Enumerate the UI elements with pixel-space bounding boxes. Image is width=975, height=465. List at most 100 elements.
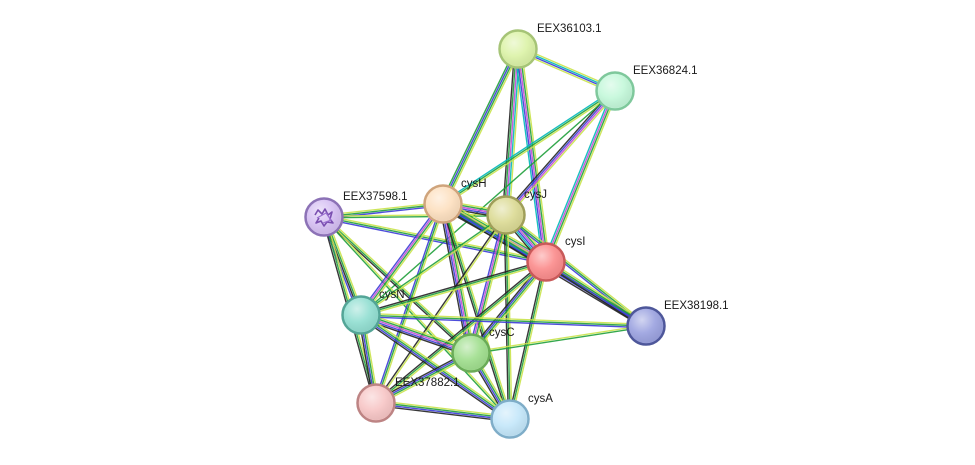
- edge-evidence-line: [362, 205, 446, 317]
- edge-evidence-line: [440, 204, 471, 354]
- edge-evidence-line: [501, 48, 516, 215]
- edge-evidence-line: [376, 399, 511, 418]
- edge-evidence-line: [510, 262, 549, 420]
- node-label-eex37882-1: EEX37882.1: [395, 377, 460, 389]
- edge-evidence-line: [513, 49, 544, 263]
- edge-evidence-line: [547, 91, 619, 264]
- edge-eex36103-1-cysh[interactable]: [440, 47, 521, 206]
- edge-evidence-line: [374, 260, 546, 403]
- edge-evidence-line: [360, 261, 547, 316]
- edge-cysj-cysn[interactable]: [360, 213, 507, 317]
- node-eex36103-1[interactable]: [498, 29, 538, 69]
- node-label-cysi: cysI: [565, 236, 585, 248]
- edge-evidence-line: [361, 313, 511, 419]
- edge-evidence-line: [362, 312, 512, 418]
- edge-cysi-cysn[interactable]: [360, 259, 547, 318]
- edge-cysi-eex38198-1[interactable]: [544, 259, 648, 329]
- edge-evidence-line: [376, 401, 511, 419]
- edge-evidence-line: [360, 90, 616, 316]
- edge-evidence-line: [376, 262, 548, 405]
- edge-evidence-line: [440, 47, 517, 204]
- node-gloss: [629, 309, 663, 343]
- edge-evidence-line: [507, 214, 513, 419]
- protein-structure-icon: [314, 208, 334, 227]
- edge-evidence-line: [360, 316, 646, 329]
- edge-evidence-line: [443, 49, 520, 205]
- edge-eex37882-1-cysa[interactable]: [375, 399, 511, 423]
- node-cysh[interactable]: [423, 184, 463, 224]
- node-cysn[interactable]: [341, 295, 381, 335]
- edge-evidence-line: [324, 215, 507, 219]
- edge-evidence-line: [442, 203, 511, 420]
- edge-evidence-line: [469, 214, 506, 353]
- edge-eex36824-1-cysi[interactable]: [542, 89, 619, 264]
- edge-evidence-line: [440, 204, 510, 420]
- edge-evidence-line: [375, 261, 547, 404]
- edge-cysj-cysc[interactable]: [467, 214, 510, 354]
- edge-evidence-line: [472, 263, 549, 356]
- node-gloss: [493, 402, 527, 436]
- edge-evidence-line: [360, 259, 546, 315]
- edge-evidence-line: [443, 203, 513, 419]
- edge-evidence-line: [470, 324, 646, 353]
- edge-eex36103-1-cysi[interactable]: [513, 48, 551, 263]
- edge-cysi-eex37882-1[interactable]: [374, 260, 548, 405]
- edge-eex36824-1-cysn[interactable]: [360, 90, 616, 316]
- nodes-layer: [304, 29, 666, 439]
- edge-cysi-cysa[interactable]: [507, 261, 549, 420]
- edge-evidence-line: [376, 215, 508, 404]
- node-gloss: [454, 336, 488, 370]
- edge-evidence-line: [507, 261, 546, 419]
- edge-evidence-line: [360, 314, 647, 327]
- edge-evidence-line: [505, 48, 519, 216]
- node-gloss: [529, 245, 563, 279]
- node-label-cysj: cysJ: [524, 189, 547, 201]
- edge-cysj-cysa[interactable]: [503, 214, 513, 420]
- edge-eex36824-1-cysh[interactable]: [441, 88, 617, 207]
- edge-cysh-cysn[interactable]: [358, 202, 446, 317]
- edge-evidence-line: [441, 48, 518, 204]
- edge-evidence-line: [323, 216, 472, 354]
- edge-evidence-line: [518, 48, 549, 262]
- edge-evidence-line: [375, 404, 510, 423]
- node-gloss: [359, 386, 393, 420]
- edge-eex37598-1-cysj[interactable]: [323, 213, 507, 219]
- edge-evidence-line: [442, 90, 616, 205]
- node-gloss: [598, 74, 632, 108]
- edge-evidence-line: [323, 203, 444, 218]
- node-eex38198-1[interactable]: [626, 306, 666, 346]
- edge-cysh-cysa[interactable]: [440, 203, 513, 420]
- edge-evidence-line: [376, 204, 446, 404]
- edge-evidence-line: [544, 90, 615, 262]
- edge-evidence-line: [444, 49, 521, 206]
- node-cysc[interactable]: [451, 333, 491, 373]
- edge-evidence-line: [517, 48, 547, 263]
- node-label-cysa: cysA: [528, 393, 553, 405]
- edge-evidence-line: [503, 215, 509, 420]
- node-cysj[interactable]: [486, 195, 526, 235]
- edge-cysn-eex38198-1[interactable]: [360, 312, 647, 329]
- edge-evidence-line: [323, 201, 443, 217]
- edge-evidence-line: [374, 214, 506, 403]
- node-gloss: [307, 200, 341, 234]
- edge-evidence-line: [546, 91, 617, 263]
- edge-eex36824-1-cysj[interactable]: [503, 88, 618, 218]
- edge-evidence-line: [506, 91, 617, 217]
- edge-evidence-line: [361, 262, 547, 318]
- node-cysi[interactable]: [526, 242, 566, 282]
- edge-evidence-line: [375, 403, 510, 421]
- edge-evidence-line: [544, 263, 646, 329]
- node-eex36824-1[interactable]: [595, 71, 635, 111]
- node-cysa[interactable]: [490, 399, 530, 439]
- protein-structure-strand: [316, 212, 332, 224]
- edge-evidence-line: [360, 213, 506, 315]
- edge-cysc-eex38198-1[interactable]: [470, 324, 647, 355]
- edge-cysj-eex37882-1[interactable]: [374, 214, 508, 404]
- node-eex37598-1[interactable]: [304, 197, 344, 237]
- node-eex37882-1[interactable]: [356, 383, 396, 423]
- node-label-cysh: cysH: [461, 178, 487, 190]
- edge-evidence-line: [361, 204, 445, 316]
- edge-evidence-line: [506, 213, 648, 326]
- node-label-eex38198-1: EEX38198.1: [664, 300, 729, 312]
